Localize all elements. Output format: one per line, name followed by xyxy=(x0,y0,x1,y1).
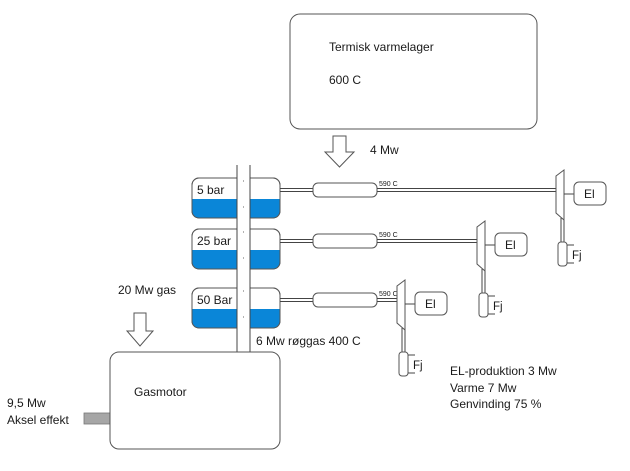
generator-label: El xyxy=(584,187,595,201)
stack-gap xyxy=(237,177,250,219)
district-heating-exchanger xyxy=(478,292,489,318)
thermal-storage-box xyxy=(289,13,538,130)
thermal-storage-temperature: 600 C xyxy=(329,73,361,87)
summary-heat: Varme 7 Mw xyxy=(450,381,517,395)
drum-border xyxy=(191,228,281,270)
exhaust-label: 6 Mw røggas 400 C xyxy=(256,334,361,348)
drum-water xyxy=(192,250,280,269)
district-heating-label: Fj xyxy=(572,250,582,262)
drum-label: 5 bar xyxy=(197,183,224,197)
shaft xyxy=(83,412,112,425)
district-heating-label: Fj xyxy=(493,301,503,313)
steam-temp-label: 590 C xyxy=(379,181,398,188)
steam-drum: 25 bar xyxy=(191,227,281,271)
steam-drum: 50 Bar xyxy=(191,286,281,330)
storage-output-arrow: 4 Mw xyxy=(323,135,399,168)
district-heating-exchanger xyxy=(557,241,568,267)
storage-output-label: 4 Mw xyxy=(370,143,399,157)
stack-gap xyxy=(237,287,250,329)
turbine-icon xyxy=(396,279,406,332)
generator-box xyxy=(414,291,448,316)
gas-engine: Gasmotor xyxy=(109,351,281,450)
district-heating-label: Fj xyxy=(413,360,423,372)
drum-label: 50 Bar xyxy=(197,293,232,307)
turbine-icon xyxy=(476,220,486,273)
district-heating-exchanger xyxy=(398,351,409,377)
generator-box xyxy=(573,181,607,206)
district-heating-connections xyxy=(567,244,574,264)
generator-box xyxy=(494,232,528,257)
superheater xyxy=(312,292,378,308)
district-heating-connections xyxy=(488,295,495,315)
superheater xyxy=(312,233,378,249)
drum-water xyxy=(192,309,280,328)
generator-label: El xyxy=(425,297,436,311)
district-heating-connections xyxy=(408,354,415,374)
shaft-label: Aksel effekt xyxy=(7,413,69,427)
gas-input: 20 Mw gas xyxy=(118,283,176,347)
generator-label: El xyxy=(505,238,516,252)
drum-border xyxy=(191,287,281,329)
thermal-storage-title: Termisk varmelager xyxy=(329,40,434,54)
down-arrow-icon xyxy=(125,312,155,347)
shaft-power: 9,5 Mw xyxy=(7,396,46,410)
gas-engine-title: Gasmotor xyxy=(134,385,187,399)
summary: EL-produktion 3 Mw Varme 7 Mw Genvinding… xyxy=(450,364,557,411)
turbine-icon xyxy=(555,169,565,222)
thermal-storage: Termisk varmelager 600 C xyxy=(289,13,538,130)
steam-drum: 5 bar xyxy=(191,176,281,220)
drum-border xyxy=(191,177,281,219)
drums: 5 bar 25 bar 50 Bar xyxy=(191,176,281,330)
stack-gap xyxy=(237,228,250,270)
drum-label: 25 bar xyxy=(197,234,231,248)
summary-recovery: Genvinding 75 % xyxy=(450,397,542,411)
steam-temp-label: 590 C xyxy=(379,291,398,298)
drum-water xyxy=(192,199,280,218)
superheater xyxy=(312,182,378,198)
gas-engine-box xyxy=(109,351,281,450)
down-arrow-icon xyxy=(323,135,356,168)
steam-temp-label: 590 C xyxy=(379,232,398,239)
gas-input-label: 20 Mw gas xyxy=(118,283,176,297)
summary-el-production: EL-produktion 3 Mw xyxy=(450,364,557,378)
